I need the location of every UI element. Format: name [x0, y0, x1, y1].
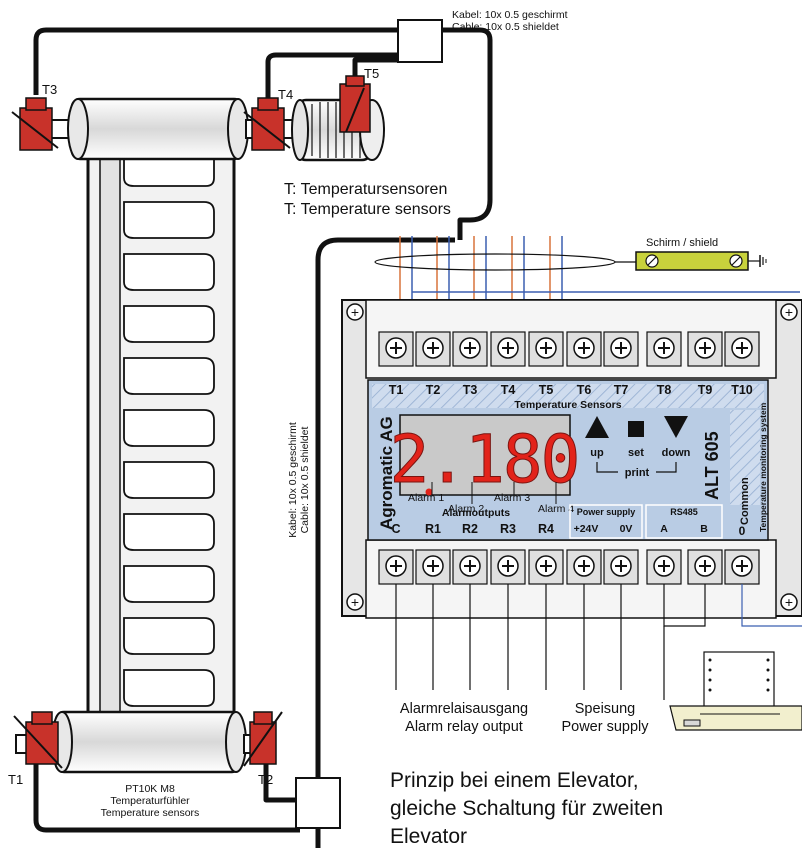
shield-terminal: [635, 251, 767, 271]
bucket: [123, 409, 215, 447]
channel-label: T1: [389, 383, 404, 397]
common-label: Common: [739, 477, 751, 525]
channels-title: Temperature Sensors: [514, 399, 621, 411]
set-button-label: set: [628, 447, 644, 459]
bucket: [123, 201, 215, 239]
alarm-3-label: Alarm 3: [494, 492, 530, 504]
down-button-label: down: [662, 447, 691, 459]
svg-text:+: +: [351, 594, 359, 610]
junction-box-bottom: [295, 777, 341, 829]
alarm-indicators: [431, 482, 557, 504]
rs485-a-label: A: [660, 523, 668, 535]
output-labels: C R1 R2 R3 R4: [391, 522, 554, 536]
power-zero-label: 0V: [620, 523, 633, 535]
power-plus-label: +24V: [574, 523, 599, 535]
output-label: C: [391, 522, 400, 536]
junction-box-top: [397, 19, 443, 63]
channel-label: T4: [501, 383, 516, 397]
cable-side-label-en: Cable: 10x 0.5 shieldet: [299, 427, 311, 534]
display-value: 2.180: [390, 421, 579, 498]
shield-label: Schirm / shield: [646, 237, 718, 249]
supply-label-en: Power supply: [561, 719, 649, 735]
label-t4: T4: [278, 87, 293, 102]
channel-label: T10: [731, 383, 753, 397]
sensor-note-de: Temperaturfühler: [110, 795, 190, 807]
cable-side-label-de: Kabel: 10x 0.5 geschirmt: [287, 422, 299, 538]
print-label: print: [625, 467, 650, 479]
power-title: Power supply: [577, 507, 636, 517]
sensor-t4: [243, 97, 291, 151]
rs485-title: RS485: [670, 507, 698, 517]
printer-icon: [669, 651, 802, 731]
shield-ring: [374, 253, 616, 271]
up-button-label: up: [590, 447, 604, 459]
bucket: [123, 305, 215, 343]
sensor-note-model: PT10K M8: [125, 783, 175, 795]
supply-label-de: Speisung: [575, 701, 635, 717]
sensor-t2: [243, 711, 283, 767]
principle-line-2: gleiche Schaltung für zweiten: [390, 797, 663, 820]
bucket: [123, 357, 215, 395]
brand-label: Agromatic AG: [377, 416, 396, 530]
output-label: R1: [425, 522, 441, 536]
alarm-2-label: Alarm 2: [448, 503, 484, 515]
sensor-t3: [11, 97, 59, 151]
rs485-b-label: B: [700, 523, 708, 535]
principle-line-1: Prinzip bei einem Elevator,: [390, 769, 639, 792]
channel-label: T8: [657, 383, 672, 397]
alarm-output-label-en: Alarm relay output: [405, 719, 523, 735]
terminal-block: [646, 331, 682, 367]
cable-top-label-en: Cable: 10x 0.5 shieldet: [452, 21, 559, 33]
channel-label: T9: [698, 383, 713, 397]
output-label: R2: [462, 522, 478, 536]
channel-label: T3: [463, 383, 478, 397]
channel-labels: T1 T2 T3 T4 T5 T6 T7 T8 T9 T10: [389, 383, 753, 397]
bucket: [123, 617, 215, 655]
bucket: [123, 253, 215, 291]
head-pulley: [39, 97, 271, 161]
output-label: R3: [500, 522, 516, 536]
label-t3: T3: [42, 82, 57, 97]
up-button-icon[interactable]: [585, 416, 609, 438]
sensor-note-en: Temperature sensors: [101, 807, 200, 819]
sensor-t1: [13, 711, 63, 769]
cable-routing: [33, 27, 493, 833]
bucket: [123, 513, 215, 551]
legend-line-en: T: Temperature sensors: [284, 201, 451, 218]
svg-text:+: +: [785, 594, 793, 610]
bucket: [123, 461, 215, 499]
output-wires: [395, 584, 802, 700]
svg-text:+: +: [785, 304, 793, 320]
set-button-icon[interactable]: [628, 421, 644, 437]
label-t1: T1: [8, 772, 23, 787]
channel-label: T2: [426, 383, 441, 397]
channel-label: T6: [577, 383, 592, 397]
label-t5: T5: [364, 66, 379, 81]
cable-top-label-de: Kabel: 10x 0.5 geschirmt: [452, 9, 568, 21]
elevator-belt: [86, 100, 236, 744]
display-alarm-dot: [425, 488, 433, 496]
principle-line-3: Elevator: [390, 825, 467, 848]
alarm-4-label: Alarm 4: [538, 503, 574, 515]
label-t2: T2: [258, 772, 273, 787]
led-display: [399, 414, 571, 496]
down-button-icon[interactable]: [664, 416, 688, 438]
common-value: 0: [739, 524, 746, 538]
model-label: ALT 605: [702, 431, 722, 500]
svg-text:+: +: [351, 304, 359, 320]
alarm-1-label: Alarm 1: [408, 492, 444, 504]
sensor-t5: [339, 75, 371, 133]
output-label: R4: [538, 522, 554, 536]
bucket: [123, 669, 215, 707]
legend-line-de: T: Temperatursensoren: [284, 181, 447, 198]
channel-label: T5: [539, 383, 554, 397]
bucket: [123, 565, 215, 603]
channel-label: T7: [614, 383, 629, 397]
system-label: Temperature monitoring system: [758, 402, 768, 532]
alarm-output-label-de: Alarmrelaisausgang: [400, 701, 528, 717]
alarmoutputs-title: Alarmoutputs: [442, 507, 510, 519]
